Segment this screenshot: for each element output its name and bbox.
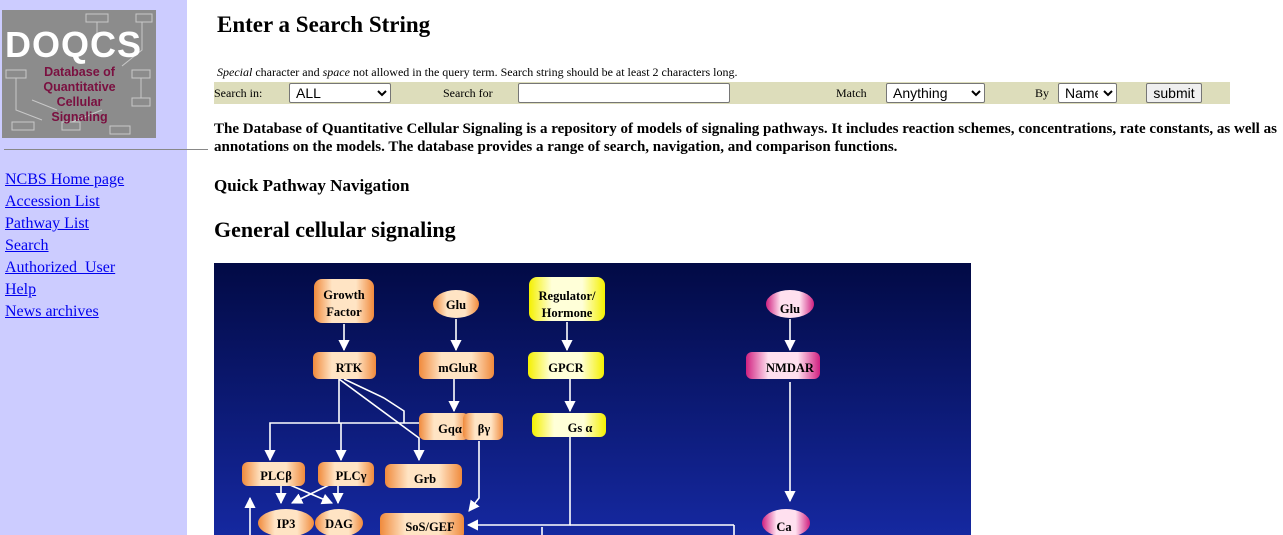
logo-subtitle: Database of Quantitative Cellular Signal…: [32, 65, 127, 125]
nav-link-help[interactable]: Help: [5, 281, 37, 298]
node-label: Hormone: [542, 306, 593, 320]
node-label: PLCγ: [336, 469, 367, 483]
node-label: Growth: [323, 288, 364, 302]
nav-link-accession-list[interactable]: Accession List: [5, 193, 100, 210]
node-label: Gs α: [568, 421, 593, 435]
general-signaling-heading: General cellular signaling: [214, 217, 456, 242]
node-nmdar[interactable]: NMDAR: [746, 352, 820, 379]
note-special: Special: [217, 65, 253, 79]
node-growth-factor[interactable]: Growth Factor: [314, 279, 374, 323]
search-in-label: Search in:: [214, 86, 263, 100]
logo-subtitle-line: Database of: [44, 65, 115, 79]
node-plc-beta[interactable]: PLCβ: [242, 462, 305, 486]
node-label: Gqα: [438, 422, 462, 436]
logo-pathway-graphic: [2, 10, 156, 138]
node-gq-alpha[interactable]: Gqα: [419, 413, 469, 440]
node-label: GPCR: [548, 361, 584, 375]
node-plc-gamma[interactable]: PLCγ: [318, 462, 374, 486]
page-title: Enter a Search String: [217, 12, 431, 37]
note-space: space: [322, 65, 350, 79]
nav-link-authorized-user[interactable]: Authorized_User: [5, 259, 116, 276]
node-regulator-hormone[interactable]: Regulator/ Hormone: [529, 277, 605, 321]
logo-subtitle-line: Quantitative: [43, 80, 116, 94]
diagram-edges: [244, 319, 796, 535]
by-label: By: [1035, 86, 1050, 100]
match-select[interactable]: Anything: [886, 83, 985, 103]
doqcs-logo[interactable]: DOQCS Database of Quantitative Cellular …: [2, 10, 156, 138]
node-glu-1[interactable]: Glu: [433, 290, 479, 318]
search-form: Search in: ALL Search for Match Anything…: [214, 82, 1230, 104]
sidebar: DOQCS Database of Quantitative Cellular …: [0, 0, 208, 535]
note-text: not allowed in the query term. Search st…: [349, 65, 738, 79]
node-glu-2[interactable]: Glu: [766, 290, 814, 318]
node-ca[interactable]: Ca: [762, 509, 810, 535]
node-label: SoS/GEF: [405, 520, 455, 534]
node-label: Regulator/: [539, 289, 596, 303]
logo-subtitle-line: Cellular: [56, 95, 103, 109]
by-select[interactable]: Name: [1058, 83, 1117, 103]
node-label: Glu: [780, 302, 800, 316]
node-label: mGluR: [438, 361, 479, 375]
match-label: Match: [836, 86, 867, 100]
node-gpcr[interactable]: GPCR: [528, 352, 604, 379]
sidebar-divider: [4, 149, 208, 150]
logo-subtitle-line: Signaling: [51, 110, 108, 124]
nav-link-search[interactable]: Search: [5, 237, 49, 254]
sidebar-nav: NCBS Home page Accession List Pathway Li…: [5, 169, 124, 323]
logo-title: DOQCS: [5, 24, 143, 65]
search-for-label: Search for: [443, 86, 493, 100]
node-rtk[interactable]: RTK: [313, 352, 376, 379]
main-content: Enter a Search String Special character …: [214, 0, 1283, 535]
node-label: Grb: [414, 472, 436, 486]
submit-button[interactable]: submit: [1146, 83, 1202, 103]
node-label: Glu: [446, 298, 466, 312]
signaling-pathway-diagram[interactable]: Growth Factor Glu Regulator/ Hormone Glu…: [214, 263, 971, 535]
intro-text: The Database of Quantitative Cellular Si…: [214, 121, 1277, 155]
node-gs-alpha[interactable]: Gs α: [532, 413, 606, 437]
node-grb[interactable]: Grb: [385, 464, 462, 488]
node-beta-gamma[interactable]: βγ: [463, 413, 503, 440]
node-label: NMDAR: [766, 361, 815, 375]
node-label: PLCβ: [260, 469, 292, 483]
nav-link-ncbs-home[interactable]: NCBS Home page: [5, 171, 125, 188]
note-text: character and: [252, 65, 323, 79]
search-for-input[interactable]: [518, 83, 730, 103]
nav-link-news-archives[interactable]: News archives: [5, 303, 99, 320]
node-label: Ca: [776, 520, 792, 534]
search-note: Special character and space not allowed …: [217, 65, 738, 80]
node-label: βγ: [478, 422, 491, 436]
node-mglur[interactable]: mGluR: [419, 352, 494, 379]
node-label: DAG: [325, 517, 353, 531]
node-label: Factor: [326, 305, 362, 319]
node-dag[interactable]: DAG: [315, 509, 363, 535]
node-label: RTK: [336, 361, 363, 375]
node-sos-gef[interactable]: SoS/GEF: [380, 513, 464, 535]
node-label: IP3: [277, 517, 296, 531]
node-ip3[interactable]: IP3: [258, 509, 314, 535]
search-in-select[interactable]: ALL: [289, 83, 391, 103]
quick-nav-heading: Quick Pathway Navigation: [214, 176, 410, 195]
nav-link-pathway-list[interactable]: Pathway List: [5, 215, 89, 232]
